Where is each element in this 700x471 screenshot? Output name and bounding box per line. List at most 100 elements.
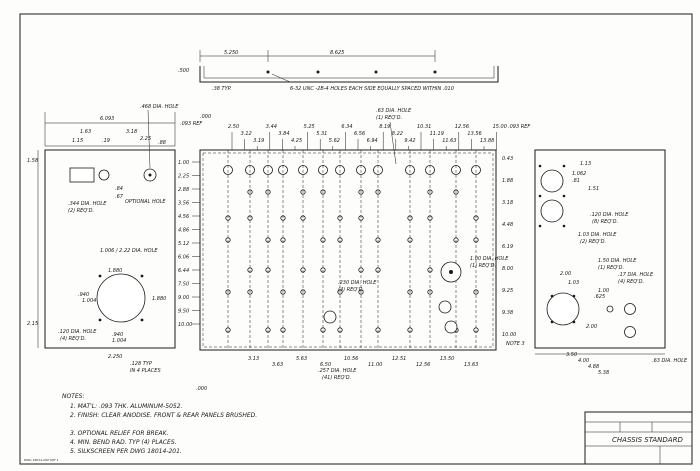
rp-dim-400: 4.00 — [578, 358, 589, 364]
title-block: CHASSIS STANDARD — [584, 411, 693, 465]
fp-note-230-count: (4) REQ'D. — [338, 287, 364, 293]
notes-block: NOTES: 1. MAT'L: .093 THK. ALUMINUM-5052… — [62, 393, 257, 455]
top-dim-label: 11.63 — [442, 138, 456, 144]
lp-note-meter: 1.006 / 2.22 DIA. HOLE — [100, 248, 158, 254]
fp-note-63-count: (1) REQ'D. — [376, 115, 402, 121]
right-dim-label: 0.43 — [502, 156, 513, 162]
fp-note-100: 1.00 DIA. HOLE — [470, 256, 509, 262]
fp-ref-3: .000 — [196, 386, 207, 392]
side-view: 5.250 8.625 .500 .38 TYP. 6-32 UNC -2B-4… — [178, 50, 499, 92]
top-dim-label: 15.00 — [493, 124, 507, 130]
right-dim-label: 1.88 — [502, 178, 513, 184]
rp-hole-150 — [546, 292, 580, 326]
rp-note-150: 1.50 DIA. HOLE — [598, 258, 637, 264]
rp-note-103: 1.03 DIA. HOLE — [578, 232, 617, 238]
top-dim-label: 4.25 — [291, 138, 302, 144]
right-panel: 1.13 1.062 .81 1.51 .120 DIA. HOLE (8) R… — [534, 149, 688, 376]
lp-inner-6: 1.004 — [112, 338, 126, 344]
notes-heading: NOTES: — [62, 393, 85, 400]
lp-meter-hole — [96, 273, 146, 323]
fp-note-257-count: (41) REQ'D. — [322, 375, 351, 381]
rp-note-17: .17 DIA. HOLE — [618, 272, 654, 278]
rp-dim-200: 2.00 — [560, 271, 571, 277]
rp-dim-81: .81 — [572, 178, 580, 184]
rp-dim-538: 5.38 — [598, 370, 609, 376]
left-dim-label: 7.50 — [178, 282, 189, 288]
lp-dim-158: 1.58 — [27, 158, 38, 164]
lp-inner-5: .940 — [112, 332, 123, 338]
rp-hole-17 — [606, 305, 614, 313]
top-dim-label: 3.44 — [266, 124, 277, 130]
lp-hole-a — [98, 169, 110, 181]
note-5: 5. SILKSCREEN PER DWG 18014-201. — [70, 448, 182, 455]
rp-note-120-count: (8) REQ'D. — [592, 219, 618, 225]
fp-hole-63b — [444, 320, 458, 334]
rp-dim-103: 1.03 — [568, 280, 579, 286]
fp-ref-1: .093 REF — [180, 121, 202, 127]
rp-dim-488: 4.88 — [588, 364, 599, 370]
fp-note3: NOTE 3 — [506, 341, 525, 347]
rp-note-63: .63 DIA. HOLE — [652, 358, 688, 364]
rp-dim-1062: 1.062 — [572, 171, 586, 177]
lp-inner-2: 1.880 — [152, 296, 166, 302]
rp-note-150-count: (1) REQ'D. — [598, 265, 624, 271]
lp-dim-19: .19 — [102, 138, 110, 144]
left-dim-label: 9.00 — [178, 295, 189, 301]
footer-tiny: DWG 18014-200 SHT 1 — [24, 458, 59, 462]
rp-hole-63b — [624, 326, 636, 338]
rp-dim-151: 1.51 — [588, 186, 599, 192]
left-panel: 6.093 1.63 1.15 .19 3.18 2.25 .88 1.58 2… — [27, 104, 179, 374]
lp-dim-115: 1.15 — [72, 138, 83, 144]
side-note-text: 6-32 UNC -2B-4 HOLES EACH SIDE EQUALLY S… — [290, 86, 454, 92]
lp-dim-67: .84 — [115, 186, 123, 192]
bottom-dim-label: 13.50 — [440, 356, 454, 362]
lp-dim-343: .67 — [115, 194, 124, 200]
lp-dim-163: 1.63 — [80, 129, 91, 135]
lp-dim-318: 3.18 — [126, 129, 137, 135]
lp-dim-215: 2.15 — [27, 321, 38, 327]
fp-hole-63a — [438, 300, 452, 314]
bottom-dim-label: 12.51 — [392, 356, 406, 362]
side-note: 6-32 UNC -2B-4 HOLES EACH SIDE EQUALLY S… — [290, 86, 454, 92]
lp-note-128: .128 TYP — [130, 361, 152, 367]
right-dim-label: 3.18 — [502, 200, 513, 206]
top-dim-label: 6.94 — [367, 138, 378, 144]
bottom-dim-label: 13.63 — [464, 362, 478, 368]
lp-note-468: .468 DIA. HOLE — [140, 104, 179, 110]
rp-hole-63a — [624, 303, 636, 315]
bottom-dim-label: 10.56 — [344, 356, 358, 362]
left-dim-label: 3.56 — [178, 201, 189, 207]
top-dim-label: 8.22 — [392, 131, 403, 137]
top-dim-label: 12.56 — [455, 124, 469, 130]
lp-dim-225: 2.25 — [140, 136, 151, 142]
lp-inner-3: .940 — [78, 292, 89, 298]
right-dim-label: 8.00 — [502, 266, 513, 272]
top-dim-label: 3.19 — [253, 138, 264, 144]
left-dim-label: 4.56 — [178, 214, 189, 220]
side-dim-1: 5.250 — [224, 50, 238, 56]
right-dim-label: 10.00 — [502, 332, 516, 338]
fp-note-100-count: (1) REQ'D. — [470, 263, 496, 269]
top-dim-label: 11.19 — [430, 131, 444, 137]
bottom-dim-label: 5.63 — [296, 356, 307, 362]
rp-hole-103a — [540, 169, 564, 193]
note-3: 3. OPTIONAL RELIEF FOR BREAK. — [70, 430, 169, 437]
rp-note-120: .120 DIA. HOLE — [590, 212, 629, 218]
left-dim-label: 4.86 — [178, 228, 189, 234]
top-dim-label: 8.19 — [379, 124, 390, 130]
top-dim-label: 10.31 — [417, 124, 431, 130]
lp-note-optional: OPTIONAL HOLE — [125, 199, 166, 205]
note-4: 4. MIN. BEND RAD. TYP (4) PLACES. — [70, 439, 177, 446]
right-dim-label: 6.19 — [502, 244, 513, 250]
left-dim-label: 6.06 — [178, 255, 189, 261]
note-2: 2. FINISH: CLEAR ANODISE. FRONT & REAR P… — [70, 412, 257, 419]
lp-rect-cutout — [69, 167, 95, 183]
flat-pattern: 1.00 DIA. HOLE (1) REQ'D. .230 DIA. HOLE… — [178, 108, 530, 392]
top-dim-label: 2.50 — [228, 124, 239, 130]
bottom-dim-label: 6.50 — [320, 362, 331, 368]
top-dim-label: 13.88 — [480, 138, 494, 144]
left-dim-label: 10.00 — [178, 322, 192, 328]
bottom-dim-label: 11.00 — [368, 362, 382, 368]
top-dim-label: 3.84 — [278, 131, 289, 137]
